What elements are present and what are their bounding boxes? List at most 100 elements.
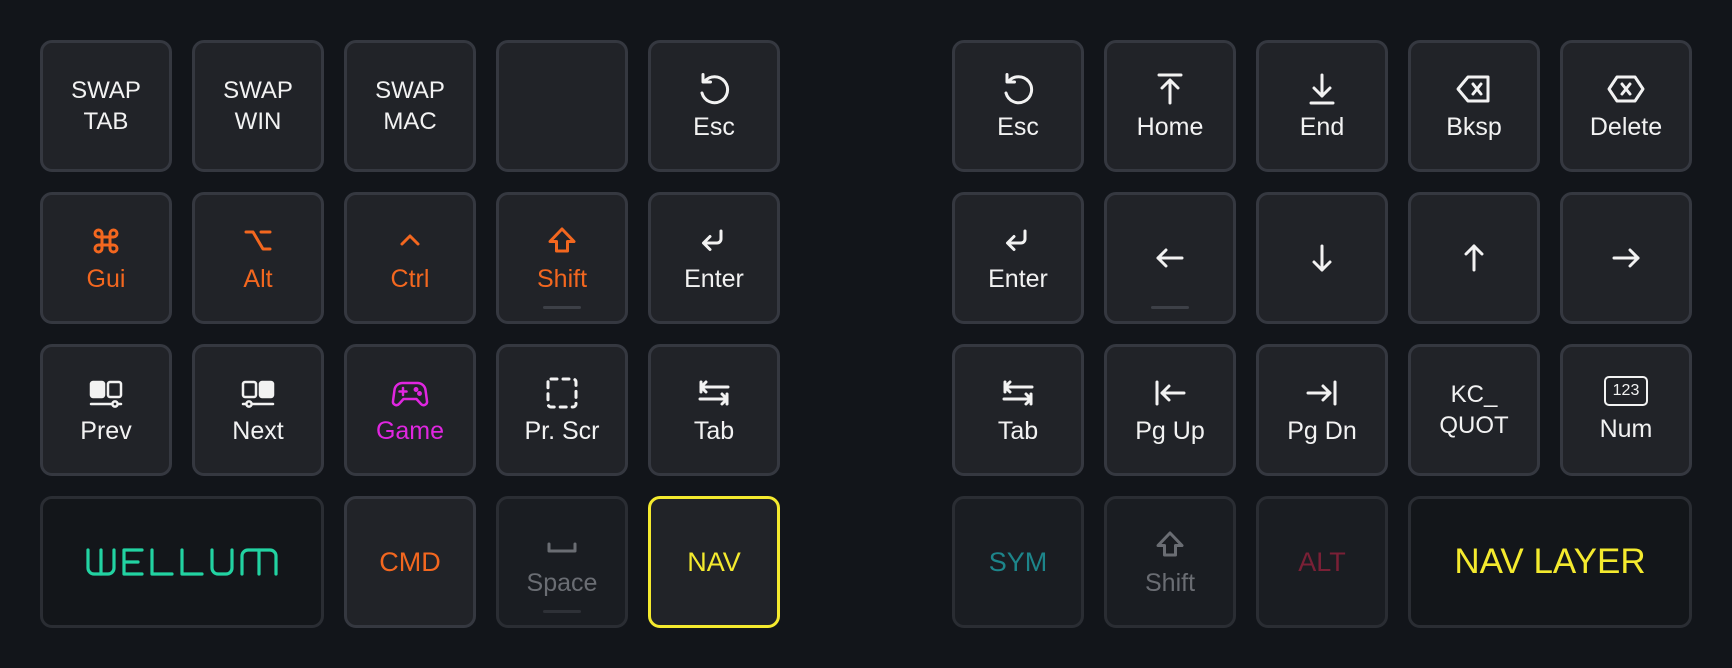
end-label: End xyxy=(1299,113,1345,141)
next-key[interactable]: Next xyxy=(192,344,324,476)
number-pad-icon-text: 123 xyxy=(1612,382,1640,399)
end-icon xyxy=(1303,70,1341,108)
delete-label: Delete xyxy=(1589,113,1663,141)
print-screen-key[interactable]: Pr. Scr xyxy=(496,344,628,476)
num-key[interactable]: 123 Num xyxy=(1560,344,1692,476)
cmd-key[interactable]: CMD xyxy=(344,496,476,628)
swap-mac-label: SWAP MAC xyxy=(347,43,473,169)
esc-key-left[interactable]: Esc xyxy=(648,40,780,172)
arrow-down-key[interactable] xyxy=(1256,192,1388,324)
gui-key[interactable]: Gui xyxy=(40,192,172,324)
tab-icon xyxy=(695,374,733,412)
shift-icon xyxy=(1151,526,1189,564)
undo-icon xyxy=(695,70,733,108)
game-label: Game xyxy=(375,417,445,445)
alt-label: Alt xyxy=(243,265,273,293)
tab-label: Tab xyxy=(997,417,1039,445)
space-key[interactable]: Space xyxy=(496,496,628,628)
gui-label: Gui xyxy=(86,265,126,293)
prev-label: Prev xyxy=(80,417,132,445)
logo-key xyxy=(40,496,324,628)
shift-label: Shift xyxy=(536,265,588,293)
delete-key[interactable]: Delete xyxy=(1560,40,1692,172)
sym-label: SYM xyxy=(988,546,1048,577)
swap-tab-line-1: SWAP xyxy=(71,77,141,104)
arrow-left-key[interactable] xyxy=(1104,192,1236,324)
alt-key-right[interactable]: ALT xyxy=(1256,496,1388,628)
home-label: Home xyxy=(1136,113,1204,141)
quote-key[interactable]: KC_ QUOT xyxy=(1408,344,1540,476)
swap-win-label: SWAP WIN xyxy=(195,43,321,169)
quote-label: KC_ QUOT xyxy=(1411,347,1537,473)
arrow-up-key[interactable] xyxy=(1408,192,1540,324)
shift-key-left[interactable]: Shift xyxy=(496,192,628,324)
tab-key-right[interactable]: Tab xyxy=(952,344,1084,476)
backspace-label: Bksp xyxy=(1446,113,1502,141)
esc-label: Esc xyxy=(693,113,735,141)
quote-line-2: QUOT xyxy=(1439,412,1509,439)
next-label: Next xyxy=(232,417,284,445)
page-up-key[interactable]: Pg Up xyxy=(1104,344,1236,476)
swap-mac-line-1: SWAP xyxy=(375,77,445,104)
tab-label: Tab xyxy=(693,417,735,445)
space-icon xyxy=(543,526,581,564)
esc-key-right[interactable]: Esc xyxy=(952,40,1084,172)
arrow-left-icon xyxy=(1151,239,1189,277)
ctrl-key[interactable]: Ctrl xyxy=(344,192,476,324)
gamepad-icon xyxy=(391,374,429,412)
swap-mac-key[interactable]: SWAP MAC xyxy=(344,40,476,172)
end-key[interactable]: End xyxy=(1256,40,1388,172)
layer-name-display: NAV LAYER xyxy=(1408,496,1692,628)
esc-label: Esc xyxy=(997,113,1039,141)
enter-label: Enter xyxy=(684,265,744,293)
option-icon xyxy=(239,222,277,260)
enter-icon xyxy=(695,222,733,260)
shift-key-right[interactable]: Shift xyxy=(1104,496,1236,628)
backspace-key[interactable]: Bksp xyxy=(1408,40,1540,172)
home-row-marker xyxy=(1151,306,1189,309)
prev-desktop-icon xyxy=(87,374,125,412)
number-pad-icon: 123 xyxy=(1604,376,1648,406)
print-screen-label: Pr. Scr xyxy=(524,417,600,445)
arrow-right-key[interactable] xyxy=(1560,192,1692,324)
space-label: Space xyxy=(526,569,598,597)
game-key[interactable]: Game xyxy=(344,344,476,476)
enter-label: Enter xyxy=(988,265,1048,293)
home-row-marker xyxy=(543,306,581,309)
shift-icon xyxy=(543,222,581,260)
shift-label: Shift xyxy=(1144,569,1196,597)
arrow-down-icon xyxy=(1303,239,1341,277)
quote-line-1: KC_ xyxy=(1450,381,1498,408)
arrow-up-icon xyxy=(1455,239,1493,277)
control-icon xyxy=(391,222,429,260)
page-up-label: Pg Up xyxy=(1135,417,1205,445)
enter-key-left[interactable]: Enter xyxy=(648,192,780,324)
cmd-label: CMD xyxy=(379,546,441,577)
thumb-marker xyxy=(543,610,581,613)
undo-icon xyxy=(999,70,1037,108)
swap-tab-line-2: TAB xyxy=(83,108,129,135)
page-down-icon xyxy=(1303,374,1341,412)
sym-key[interactable]: SYM xyxy=(952,496,1084,628)
home-icon xyxy=(1151,70,1189,108)
page-down-label: Pg Dn xyxy=(1287,417,1357,445)
swap-tab-key[interactable]: SWAP TAB xyxy=(40,40,172,172)
backspace-icon xyxy=(1455,70,1493,108)
arrow-right-icon xyxy=(1607,239,1645,277)
command-icon xyxy=(87,222,125,260)
tab-key-left[interactable]: Tab xyxy=(648,344,780,476)
page-up-icon xyxy=(1151,374,1189,412)
screenshot-icon xyxy=(543,374,581,412)
swap-tab-label: SWAP TAB xyxy=(43,43,169,169)
nav-label: NAV xyxy=(687,546,741,577)
enter-key-right[interactable]: Enter xyxy=(952,192,1084,324)
page-down-key[interactable]: Pg Dn xyxy=(1256,344,1388,476)
prev-key[interactable]: Prev xyxy=(40,344,172,476)
swap-win-key[interactable]: SWAP WIN xyxy=(192,40,324,172)
alt-key-left[interactable]: Alt xyxy=(192,192,324,324)
nav-key[interactable]: NAV xyxy=(648,496,780,628)
blank-key[interactable] xyxy=(496,40,628,172)
home-key[interactable]: Home xyxy=(1104,40,1236,172)
tab-icon xyxy=(999,374,1037,412)
layer-name-label: NAV LAYER xyxy=(1454,542,1646,581)
